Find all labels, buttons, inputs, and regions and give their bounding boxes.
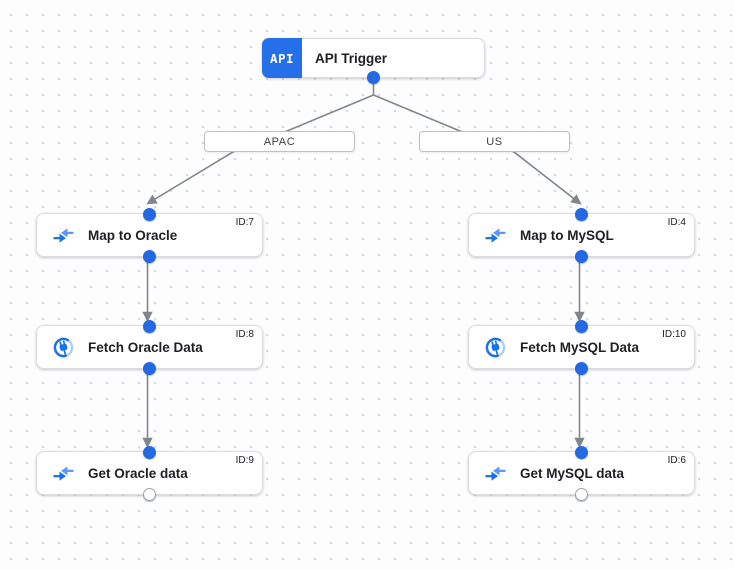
node-title: Map to Oracle [88, 227, 178, 243]
input-port[interactable] [575, 319, 588, 333]
edge-label-apac[interactable]: APAC [204, 131, 355, 152]
node-map-to-oracle[interactable]: Map to Oracle ID:7 [36, 207, 263, 263]
connector-icon [485, 337, 506, 357]
node-title: Get MySQL data [520, 465, 625, 481]
node-id-label: ID:9 [235, 455, 254, 466]
node-title: Fetch Oracle Data [88, 339, 203, 355]
input-port[interactable] [575, 445, 588, 459]
output-port[interactable] [143, 361, 156, 375]
edge-label-us[interactable]: US [419, 131, 570, 152]
node-fetch-mysql-data[interactable]: Fetch MySQL Data ID:10 [468, 319, 695, 375]
input-port[interactable] [143, 207, 156, 221]
data-mapping-icon [53, 227, 74, 243]
api-trigger-icon: API [262, 38, 302, 78]
node-get-mysql-data[interactable]: Get MySQL data ID:6 [468, 445, 695, 501]
node-api-trigger[interactable]: API API Trigger [262, 38, 485, 84]
input-port[interactable] [143, 319, 156, 333]
output-port-open[interactable] [142, 487, 156, 501]
connector-icon [53, 337, 74, 357]
data-mapping-icon [485, 227, 506, 243]
node-id-label: ID:4 [667, 217, 686, 228]
branch-label-text: APAC [263, 135, 296, 148]
node-fetch-oracle-data[interactable]: Fetch Oracle Data ID:8 [36, 319, 263, 375]
node-title: API Trigger [315, 50, 388, 66]
output-port-open[interactable] [574, 487, 588, 501]
node-title: Fetch MySQL Data [520, 339, 640, 355]
output-port[interactable] [575, 249, 588, 263]
data-mapping-icon [53, 465, 74, 481]
output-port[interactable] [143, 249, 156, 263]
output-port[interactable] [367, 70, 380, 84]
node-get-oracle-data[interactable]: Get Oracle data ID:9 [36, 445, 263, 501]
node-id-label: ID:8 [235, 329, 254, 340]
node-id-label: ID:10 [662, 329, 686, 340]
output-port[interactable] [575, 361, 588, 375]
node-id-label: ID:6 [667, 455, 686, 466]
node-title: Get Oracle data [88, 465, 188, 481]
node-id-label: ID:7 [235, 217, 254, 228]
data-mapping-icon [485, 465, 506, 481]
branch-label-text: US [486, 135, 503, 148]
node-map-to-mysql[interactable]: Map to MySQL ID:4 [468, 207, 695, 263]
api-badge-label: API [269, 50, 295, 66]
input-port[interactable] [143, 445, 156, 459]
node-title: Map to MySQL [520, 227, 614, 243]
input-port[interactable] [575, 207, 588, 221]
